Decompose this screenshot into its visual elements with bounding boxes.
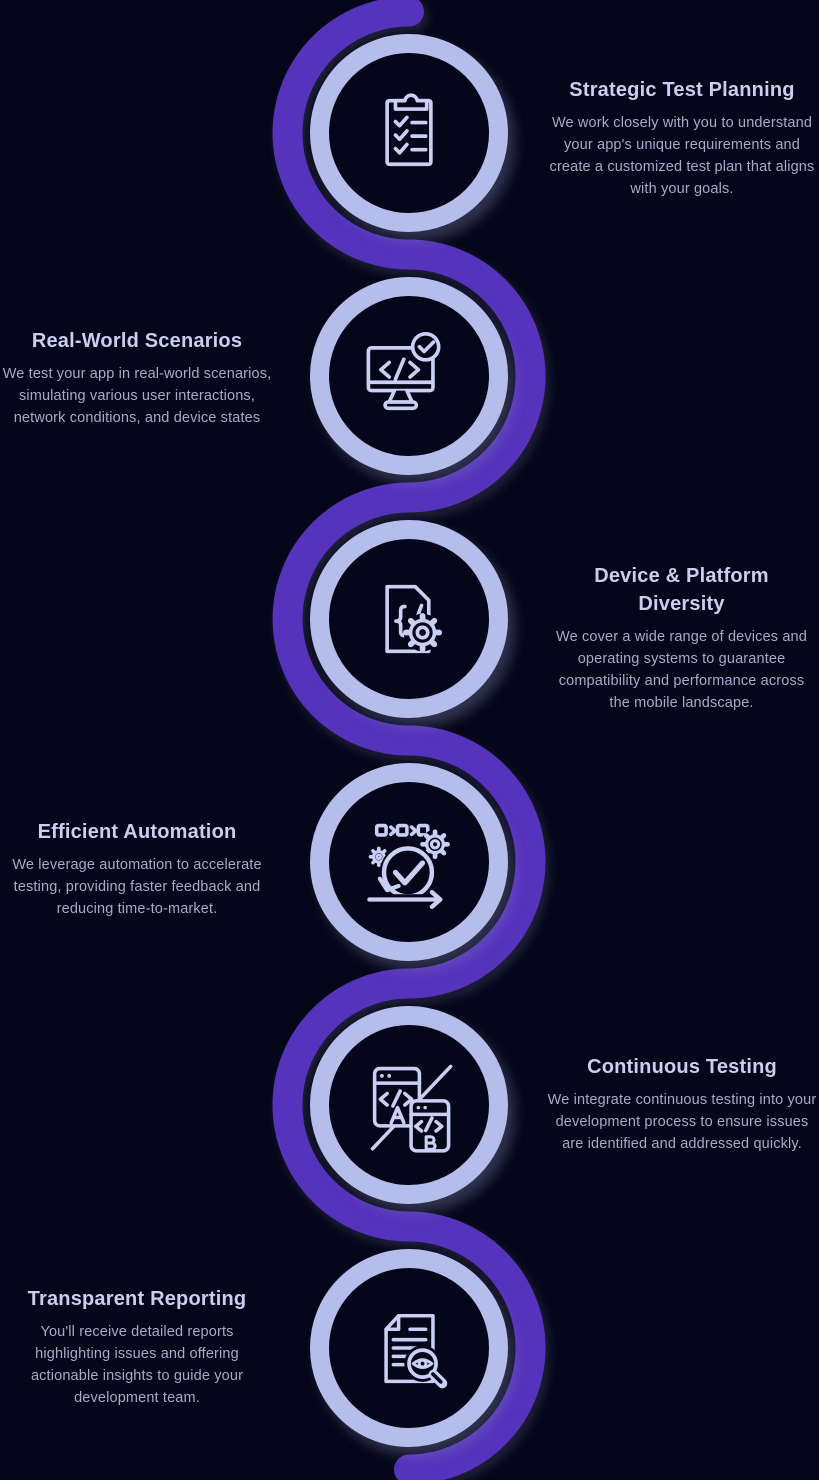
step-description: We test your app in real-world scenarios… [2, 366, 272, 426]
step-title: Transparent Reporting [27, 1288, 247, 1310]
step-block-4: Efficient Automation We leverage automat… [6, 818, 268, 920]
ab-code-windows-icon [370, 1064, 453, 1153]
step-description: We work closely with you to understand y… [549, 115, 815, 197]
report-magnifier-eye-icon [384, 1313, 448, 1389]
step-block-1: Strategic Test Planning We work closely … [545, 76, 819, 200]
step-node-2 [310, 277, 508, 475]
step-title: Real-World Scenarios [31, 330, 243, 352]
step-node-1 [310, 34, 508, 232]
step-title: Strategic Test Planning [569, 79, 795, 101]
code-file-gear-icon [385, 584, 443, 654]
step-description: We integrate continuous testing into you… [547, 1092, 817, 1152]
step-block-3: Device & Platform Diversity We cover a w… [550, 562, 813, 714]
step-block-5: Continuous Testing We integrate continuo… [545, 1053, 819, 1155]
step-node-3 [310, 520, 508, 718]
clipboard-checklist-icon [385, 93, 433, 167]
step-title: Efficient Automation [37, 821, 237, 843]
step-block-2: Real-World Scenarios We test your app in… [2, 327, 272, 429]
step-node-5 [310, 1006, 508, 1204]
step-title: Continuous Testing [587, 1056, 777, 1078]
automation-loop-check-icon [362, 823, 452, 909]
step-node-6 [310, 1249, 508, 1447]
step-description: You'll receive detailed reports highligh… [30, 1324, 244, 1406]
step-title: Device & Platform Diversity [594, 565, 769, 615]
step-block-6: Transparent Reporting You'll receive det… [17, 1285, 257, 1409]
step-description: We leverage automation to accelerate tes… [12, 857, 262, 917]
process-snake-path [272, 0, 546, 1480]
monitor-code-check-icon [366, 331, 441, 411]
step-description: We cover a wide range of devices and ope… [556, 629, 807, 711]
step-node-4 [310, 763, 508, 961]
